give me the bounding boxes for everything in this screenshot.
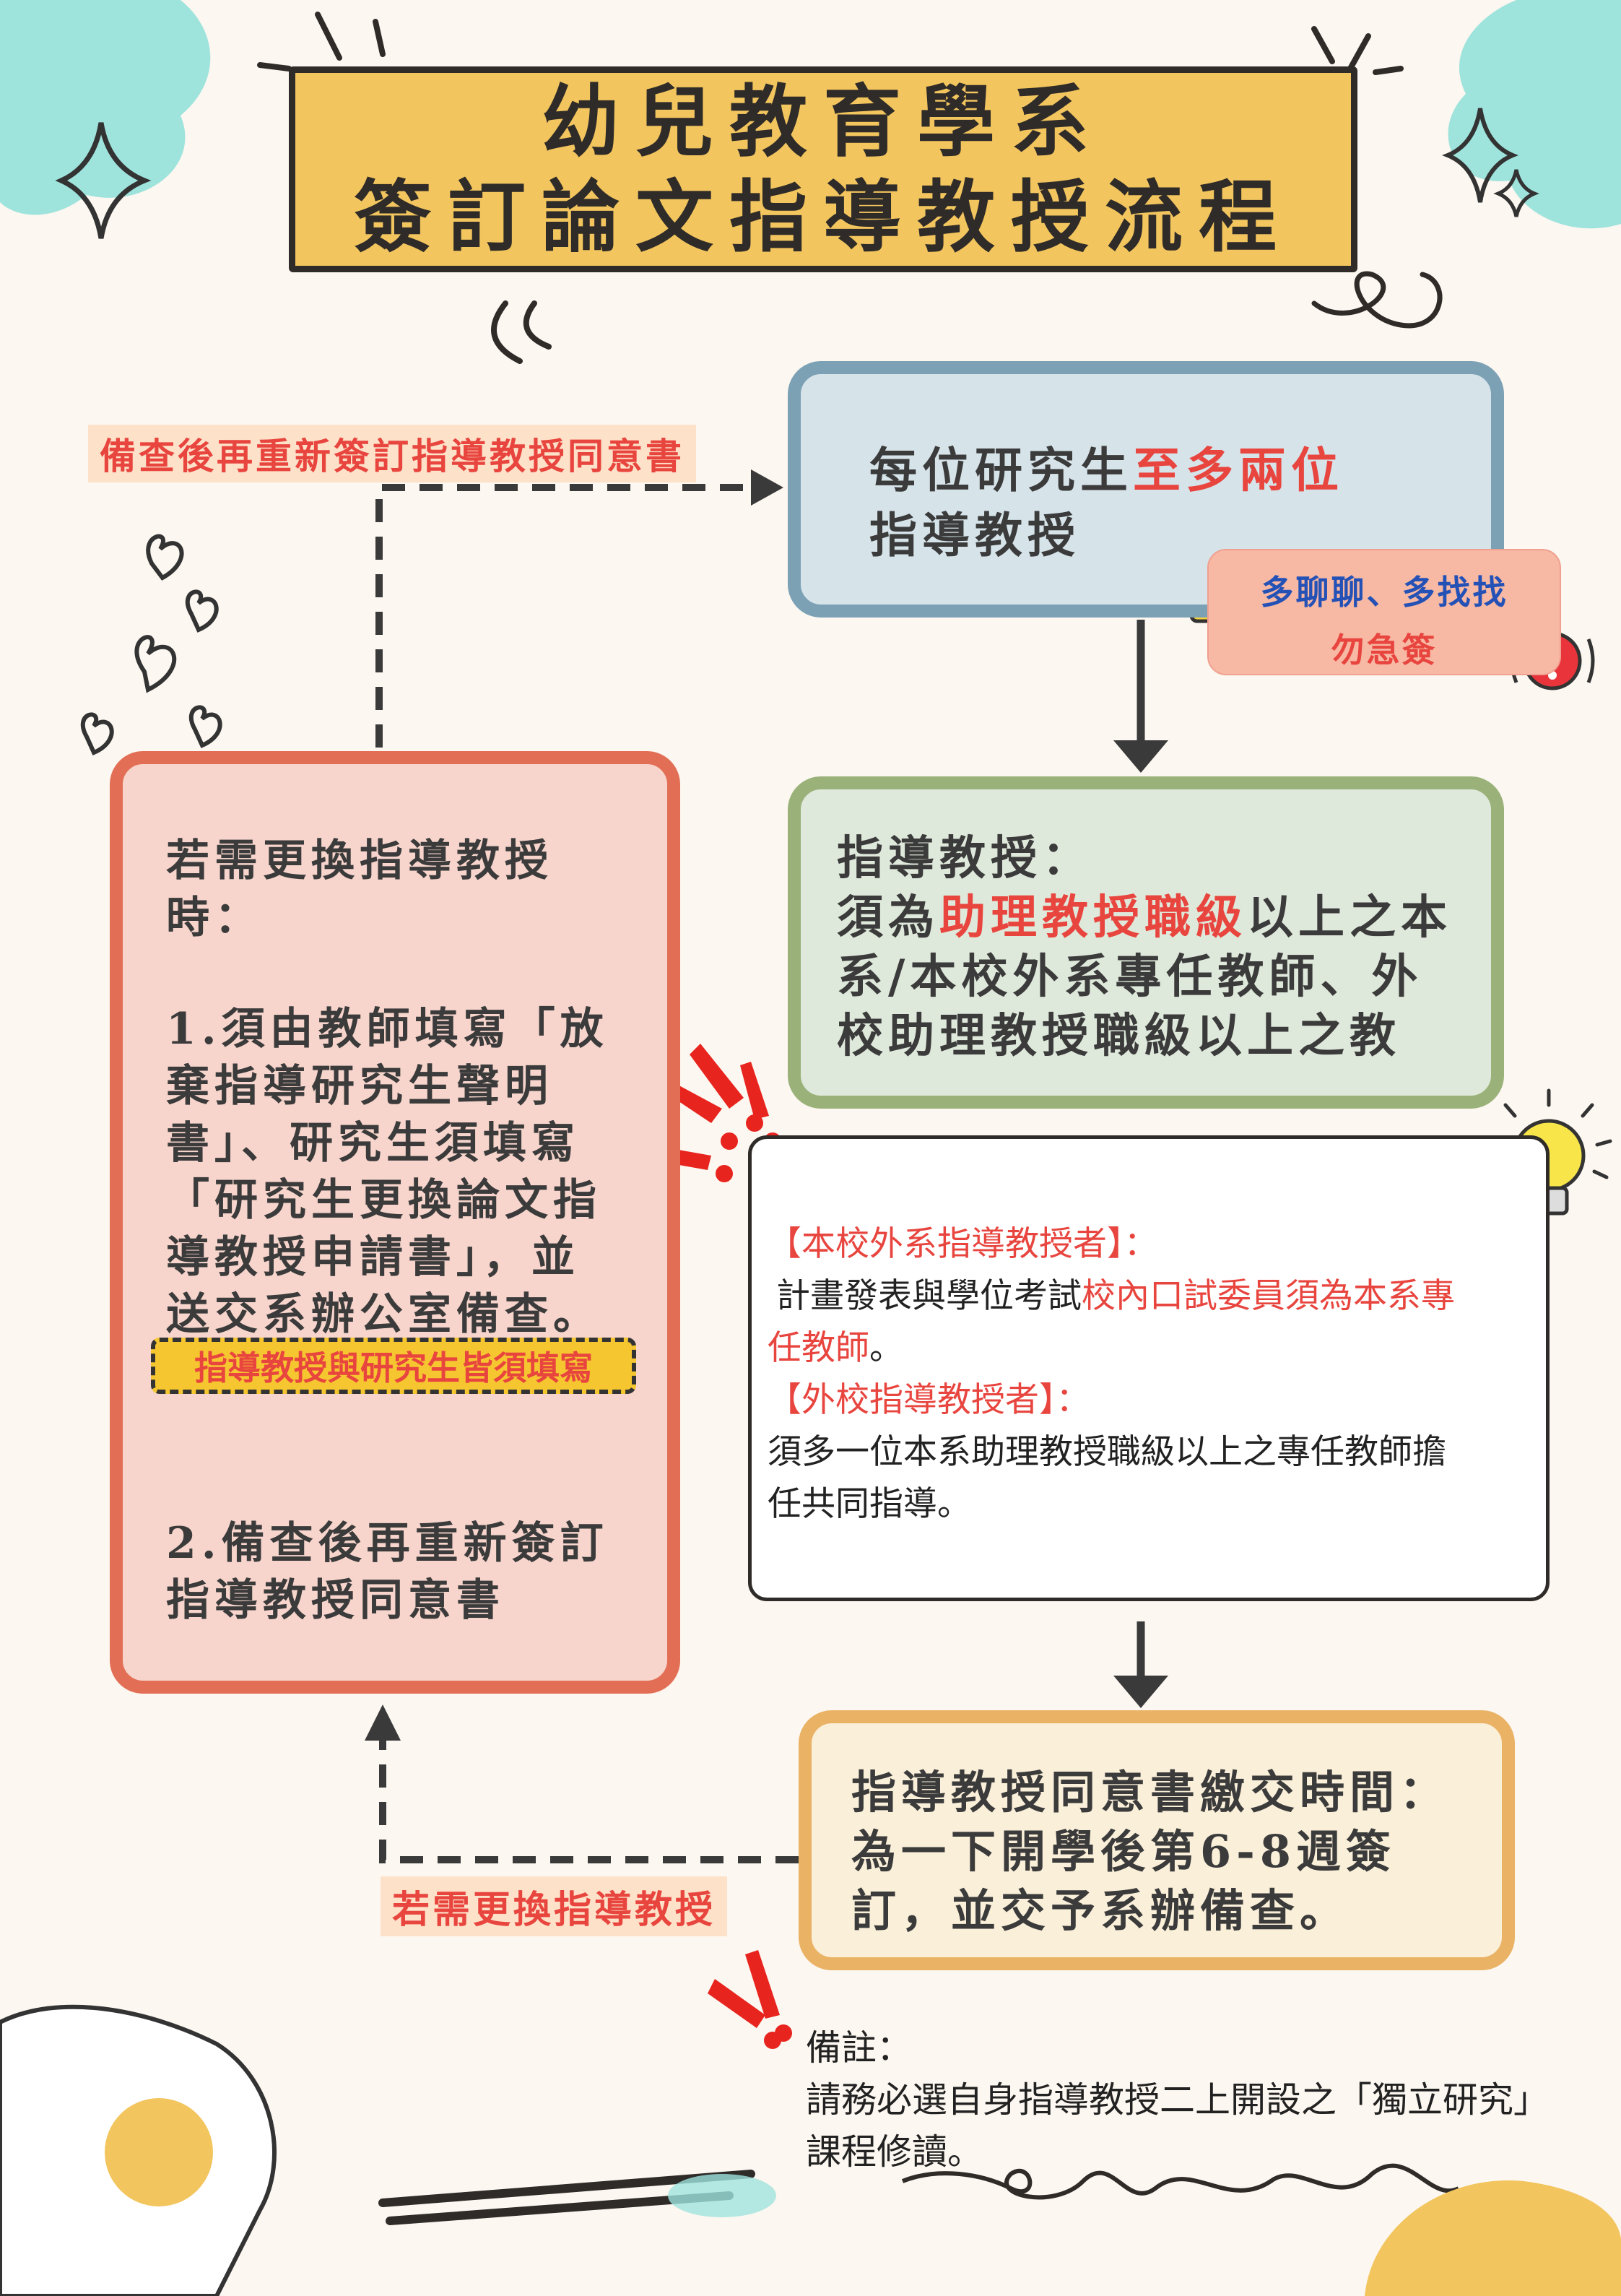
limit-highlight: 至多兩位 <box>1133 442 1344 498</box>
external-line-1: 須多一位本系助理教授職級以上之專任教師擔 <box>768 1432 1446 1472</box>
change-text: 若需更換指導教授 時： 1.須由教師填寫「放 棄指導研究生聲明 書」、研究生須填… <box>166 833 609 1343</box>
qualification-text: 指導教授： 須為助理教授職級以上之本 系/本校外系專任教師、外 校助理教授職級以… <box>837 829 1452 1066</box>
change-line-1: 若需更換指導教授 <box>166 836 553 886</box>
remark-line-2: 課程修讀。 <box>806 2131 983 2172</box>
tip-card: 多聊聊、多找找 勿急簽 <box>1207 549 1561 675</box>
remark: 備註： 請務必選自身指導教授二上開設之「獨立研究」 課程修讀。 <box>806 2022 1549 2178</box>
change-item2-line-1: 2.備查後再重新簽訂 <box>166 1518 609 1569</box>
detail-text: 【本校外系指導教授者】： 計畫發表與學位考試校內口試委員須為本系專 任教師。 【… <box>768 1218 1455 1530</box>
change-item1-line-5: 導教授申請書」，並 <box>166 1232 580 1283</box>
deadline-line-2: 為一下開學後第6-8週簽 <box>851 1825 1396 1878</box>
limit-line-2: 指導教授 <box>869 507 1080 563</box>
change-item1-line-3: 書」、研究生須填寫 <box>166 1118 580 1169</box>
internal-line-2: 任教師。 <box>768 1322 1455 1374</box>
qualification-line-3: 校助理教授職級以上之教 <box>837 1009 1401 1063</box>
limit-line-1: 每位研究生至多兩位 <box>869 432 1344 501</box>
q-prefix: 須為 <box>837 891 939 945</box>
internal-heading: 【本校外系指導教授者】： <box>768 1224 1158 1264</box>
external-line-2: 任共同指導。 <box>768 1484 971 1524</box>
external-heading: 【外校指導教授者】： <box>768 1380 1090 1420</box>
sparkle-icon <box>1493 169 1539 217</box>
title-line-1: 幼兒教育學系 <box>541 76 1105 168</box>
dashed-connector-bottom <box>379 1730 799 1863</box>
bottom-left-note: 若需更換指導教授 <box>381 1876 728 1936</box>
change-line-2: 時： <box>166 893 263 943</box>
qualification-heading: 指導教授： <box>837 831 1093 885</box>
deadline-line-3: 訂，並交予系辦備查。 <box>851 1884 1350 1937</box>
title-banner: 幼兒教育學系 簽訂論文指導教授流程 <box>289 66 1357 272</box>
internal-highlight: 校內口試委員須為本系專 <box>1082 1276 1455 1316</box>
dashed-connector-top <box>375 484 769 748</box>
internal-line-1: 計畫發表與學位考試校內口試委員須為本系專 <box>768 1270 1455 1322</box>
internal-highlight-2: 任教師 <box>768 1328 869 1368</box>
q-highlight: 助理教授職級 <box>939 891 1247 945</box>
box-qualification: 指導教授： 須為助理教授職級以上之本 系/本校外系專任教師、外 校助理教授職級以… <box>788 776 1504 1109</box>
remark-line-1: 請務必選自身指導教授二上開設之「獨立研究」 <box>806 2079 1550 2120</box>
sparkle-icon <box>55 122 152 239</box>
hearts-decoration <box>80 534 222 755</box>
title-line-2: 簽訂論文指導教授流程 <box>353 171 1292 263</box>
change-item1-line-6: 送交系辦公室備查。 <box>166 1289 601 1340</box>
deadline-line-1: 指導教授同意書繳交時間： <box>851 1766 1450 1819</box>
box-change-advisor: 若需更換指導教授 時： 1.須由教師填寫「放 棄指導研究生聲明 書」、研究生須填… <box>110 751 680 1694</box>
q-suffix: 以上之本 <box>1247 891 1452 945</box>
change-item1-line-1: 1.須由教師填寫「放 <box>166 1004 609 1054</box>
deadline-text: 指導教授同意書繳交時間： 為一下開學後第6-8週簽 訂，並交予系辦備查。 <box>851 1763 1449 1941</box>
internal-prefix: 計畫發表與學位考試 <box>776 1276 1082 1316</box>
qualification-line-1: 須為助理教授職級以上之本 <box>837 888 1452 948</box>
box-deadline: 指導教授同意書繳交時間： 為一下開學後第6-8週簽 訂，並交予系辦備查。 <box>799 1710 1515 1970</box>
box-detail: 【本校外系指導教授者】： 計畫發表與學位考試校內口試委員須為本系專 任教師。 【… <box>748 1135 1550 1601</box>
change-item1-line-4: 「研究生更換論文指 <box>166 1175 601 1226</box>
limit-prefix: 每位研究生 <box>869 442 1133 498</box>
corner-cloud-top-left <box>0 0 211 215</box>
warning-text: 指導教授與研究生皆須填寫 <box>194 1348 593 1387</box>
sparkle-icon <box>1442 108 1518 203</box>
change-item2: 2.備查後再重新簽訂 指導教授同意書 <box>166 1515 609 1629</box>
change-item2-line-2: 指導教授同意書 <box>166 1575 505 1626</box>
remark-label: 備註： <box>806 2027 913 2068</box>
warning-strip: 指導教授與研究生皆須填寫 <box>151 1338 636 1394</box>
qualification-line-2: 系/本校外系專任教師、外 <box>837 950 1423 1004</box>
internal-suffix: 。 <box>869 1328 903 1368</box>
tip-line-1: 多聊聊、多找找 <box>1260 573 1508 612</box>
egg-yolk <box>105 2098 213 2206</box>
tip-line-2: 勿急簽 <box>1331 631 1438 670</box>
change-item1-line-2: 棄指導研究生聲明 <box>166 1061 553 1112</box>
top-left-note: 備查後再重新簽訂指導教授同意書 <box>88 425 696 482</box>
